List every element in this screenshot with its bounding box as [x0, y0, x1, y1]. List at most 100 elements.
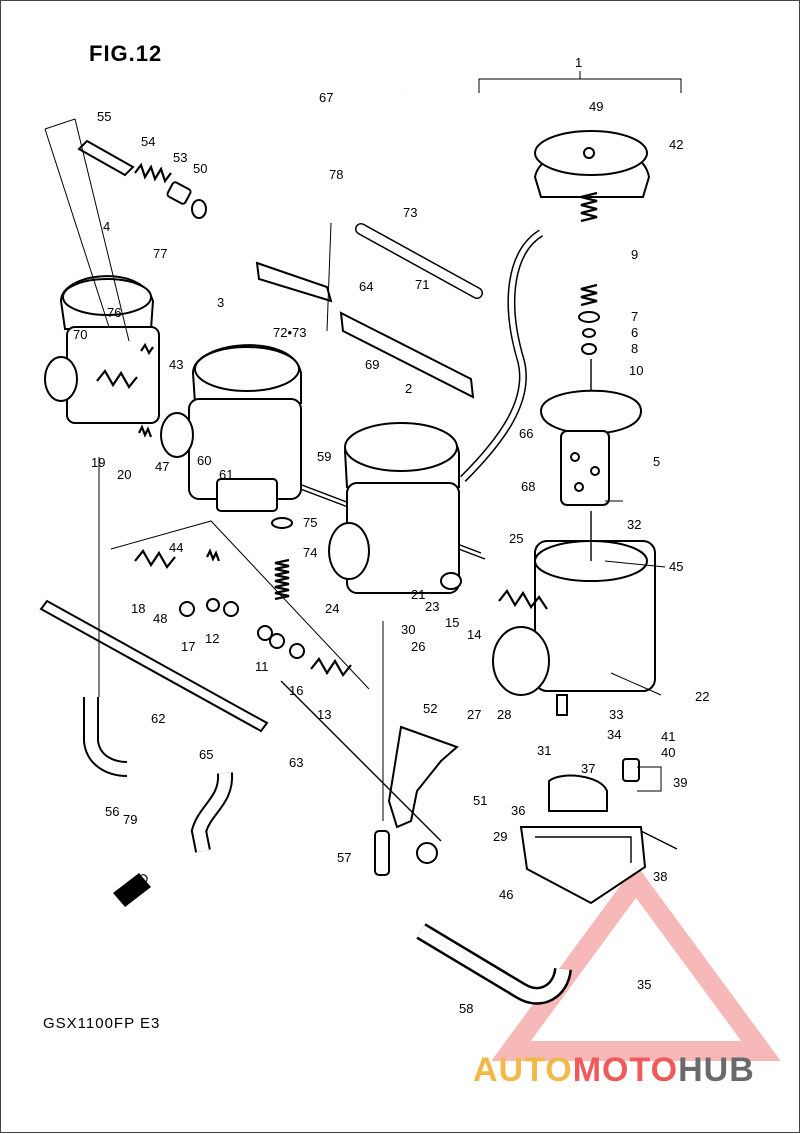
- callout: 41: [661, 729, 675, 744]
- callout: 63: [289, 755, 303, 770]
- callout: 20: [117, 467, 131, 482]
- callout: 61: [219, 467, 233, 482]
- callout: 30: [401, 622, 415, 637]
- callout: 29: [493, 829, 507, 844]
- callout: 70: [73, 327, 87, 342]
- callout: 37: [581, 761, 595, 776]
- callout: 2: [405, 381, 412, 396]
- callout: 3: [217, 295, 224, 310]
- callout: 4: [103, 219, 110, 234]
- callout: 16: [289, 683, 303, 698]
- watermark-wordmark: AUTOMOTOHUB: [473, 1051, 755, 1090]
- callout: 33: [609, 707, 623, 722]
- callout: 72•73: [273, 325, 306, 340]
- callout: 28: [497, 707, 511, 722]
- callout-labels: 1 2 3 4 5 6 7 8 9 10 11 12 13 14 15 16 1…: [73, 55, 709, 1016]
- callout: 66: [519, 426, 533, 441]
- callout: 52: [423, 701, 437, 716]
- model-code: GSX1100FP E3: [43, 1015, 161, 1032]
- callout: 24: [325, 601, 339, 616]
- leader-lines: [44, 118, 666, 821]
- callout: 42: [669, 137, 683, 152]
- callout: 77: [153, 246, 167, 261]
- fuel-hoses: [83, 697, 572, 1005]
- callout: 76: [107, 305, 121, 320]
- callout: 40: [661, 745, 675, 760]
- callout: 65: [199, 747, 213, 762]
- callout: 68: [521, 479, 535, 494]
- callout: 7: [631, 309, 638, 324]
- callout: 79: [123, 812, 137, 827]
- callout: 17: [181, 639, 195, 654]
- callout: 32: [627, 517, 641, 532]
- callout: 69: [365, 357, 379, 372]
- callout: 25: [509, 531, 523, 546]
- watermark-part-b: MOTO: [572, 1051, 679, 1089]
- watermark-part-c: HUB: [678, 1051, 755, 1089]
- breather-tube-73: [355, 223, 483, 299]
- callout: 57: [337, 850, 351, 865]
- callout: 10: [629, 363, 643, 378]
- callout: 49: [589, 99, 603, 114]
- callout: 47: [155, 459, 169, 474]
- callout: 60: [197, 453, 211, 468]
- callout: 19: [91, 455, 105, 470]
- callout: 26: [411, 639, 425, 654]
- callout: 45: [669, 559, 683, 574]
- center-springs: [134, 517, 352, 677]
- callout: 35: [637, 977, 651, 992]
- carburetor-1-body: [492, 540, 656, 716]
- callout: 44: [169, 540, 183, 555]
- callout: 43: [169, 357, 183, 372]
- callout: 48: [153, 611, 167, 626]
- carburetor-3: [160, 344, 302, 512]
- callout: 31: [537, 743, 551, 758]
- float-bowl: [519, 758, 678, 905]
- callout: 12: [205, 631, 219, 646]
- callout: 56: [105, 804, 119, 819]
- carburetor-2: [328, 422, 462, 594]
- carburetor-1-top: [533, 130, 651, 561]
- watermark-part-a: AUTO: [473, 1051, 573, 1089]
- carburetor-4: [44, 275, 160, 438]
- callout: 9: [631, 247, 638, 262]
- callout: 53: [173, 150, 187, 165]
- callout: 58: [459, 1001, 473, 1016]
- callout: 27: [467, 707, 481, 722]
- callout: 73: [403, 205, 417, 220]
- callout: 67: [319, 90, 333, 105]
- callout: 62: [151, 711, 165, 726]
- watermark-triangle-icon: [491, 864, 781, 1061]
- callout: 15: [445, 615, 459, 630]
- callout: 55: [97, 109, 111, 124]
- callout: 75: [303, 515, 317, 530]
- callout: 74: [303, 545, 317, 560]
- callout: 34: [607, 727, 621, 742]
- callout: 22: [695, 689, 709, 704]
- callout: 14: [467, 627, 481, 642]
- callout: 78: [329, 167, 343, 182]
- callout: 18: [131, 601, 145, 616]
- callout: 13: [317, 707, 331, 722]
- callout: 64: [359, 279, 373, 294]
- callout: 59: [317, 449, 331, 464]
- callout: 8: [631, 341, 638, 356]
- callout: 23: [425, 599, 439, 614]
- callout: 71: [415, 277, 429, 292]
- throttle-adjuster-assembly: [77, 139, 207, 219]
- callout: 1: [575, 55, 582, 70]
- callout: 54: [141, 134, 155, 149]
- callout: 5: [653, 454, 660, 469]
- fwd-arrow-icon: FWD: [113, 870, 152, 907]
- callout: 11: [255, 659, 269, 674]
- callout: 36: [511, 803, 525, 818]
- callout: 21: [411, 587, 425, 602]
- plate-62: [39, 599, 269, 733]
- figure-title: FIG.12: [89, 41, 163, 66]
- callout: 46: [499, 887, 513, 902]
- callout: 6: [631, 325, 638, 340]
- vent-hoses: [240, 90, 544, 482]
- callout: 51: [473, 793, 487, 808]
